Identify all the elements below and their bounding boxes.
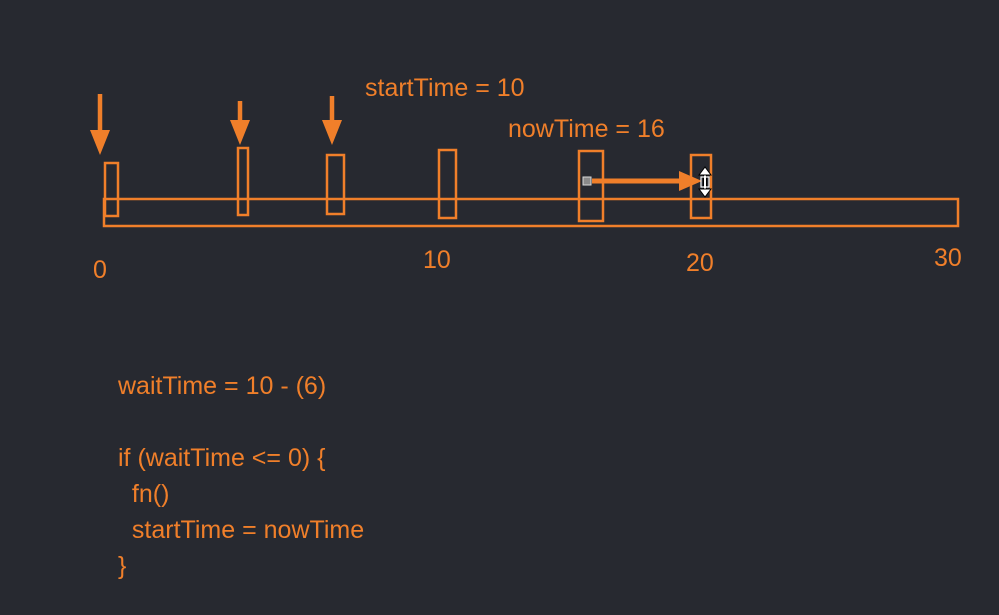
code-line: startTime = nowTime xyxy=(118,516,365,544)
down-arrow-icon xyxy=(230,101,250,145)
down-arrow-icon xyxy=(90,94,110,155)
event-marker xyxy=(577,149,605,223)
event-marker xyxy=(437,148,458,220)
event-marker xyxy=(325,153,346,216)
down-arrow-icon xyxy=(322,96,342,145)
timeline-bar xyxy=(102,197,960,228)
event-marker xyxy=(689,153,713,220)
code-line: waitTime = 10 - (6) xyxy=(118,372,327,400)
start-time-label: startTime = 10 xyxy=(365,74,525,102)
right-arrow-icon xyxy=(582,171,702,191)
axis-tick-label: 20 xyxy=(686,249,714,277)
axis-tick-label: 10 xyxy=(423,246,451,274)
code-line: } xyxy=(118,552,127,580)
event-marker xyxy=(103,161,120,218)
axis-tick-label: 30 xyxy=(934,244,962,272)
event-marker xyxy=(236,146,250,217)
code-line: fn() xyxy=(118,480,170,508)
resize-cursor-icon xyxy=(698,166,712,198)
now-time-label: nowTime = 16 xyxy=(508,115,665,143)
axis-tick-label: 0 xyxy=(93,256,107,284)
code-line: if (waitTime <= 0) { xyxy=(118,444,326,472)
